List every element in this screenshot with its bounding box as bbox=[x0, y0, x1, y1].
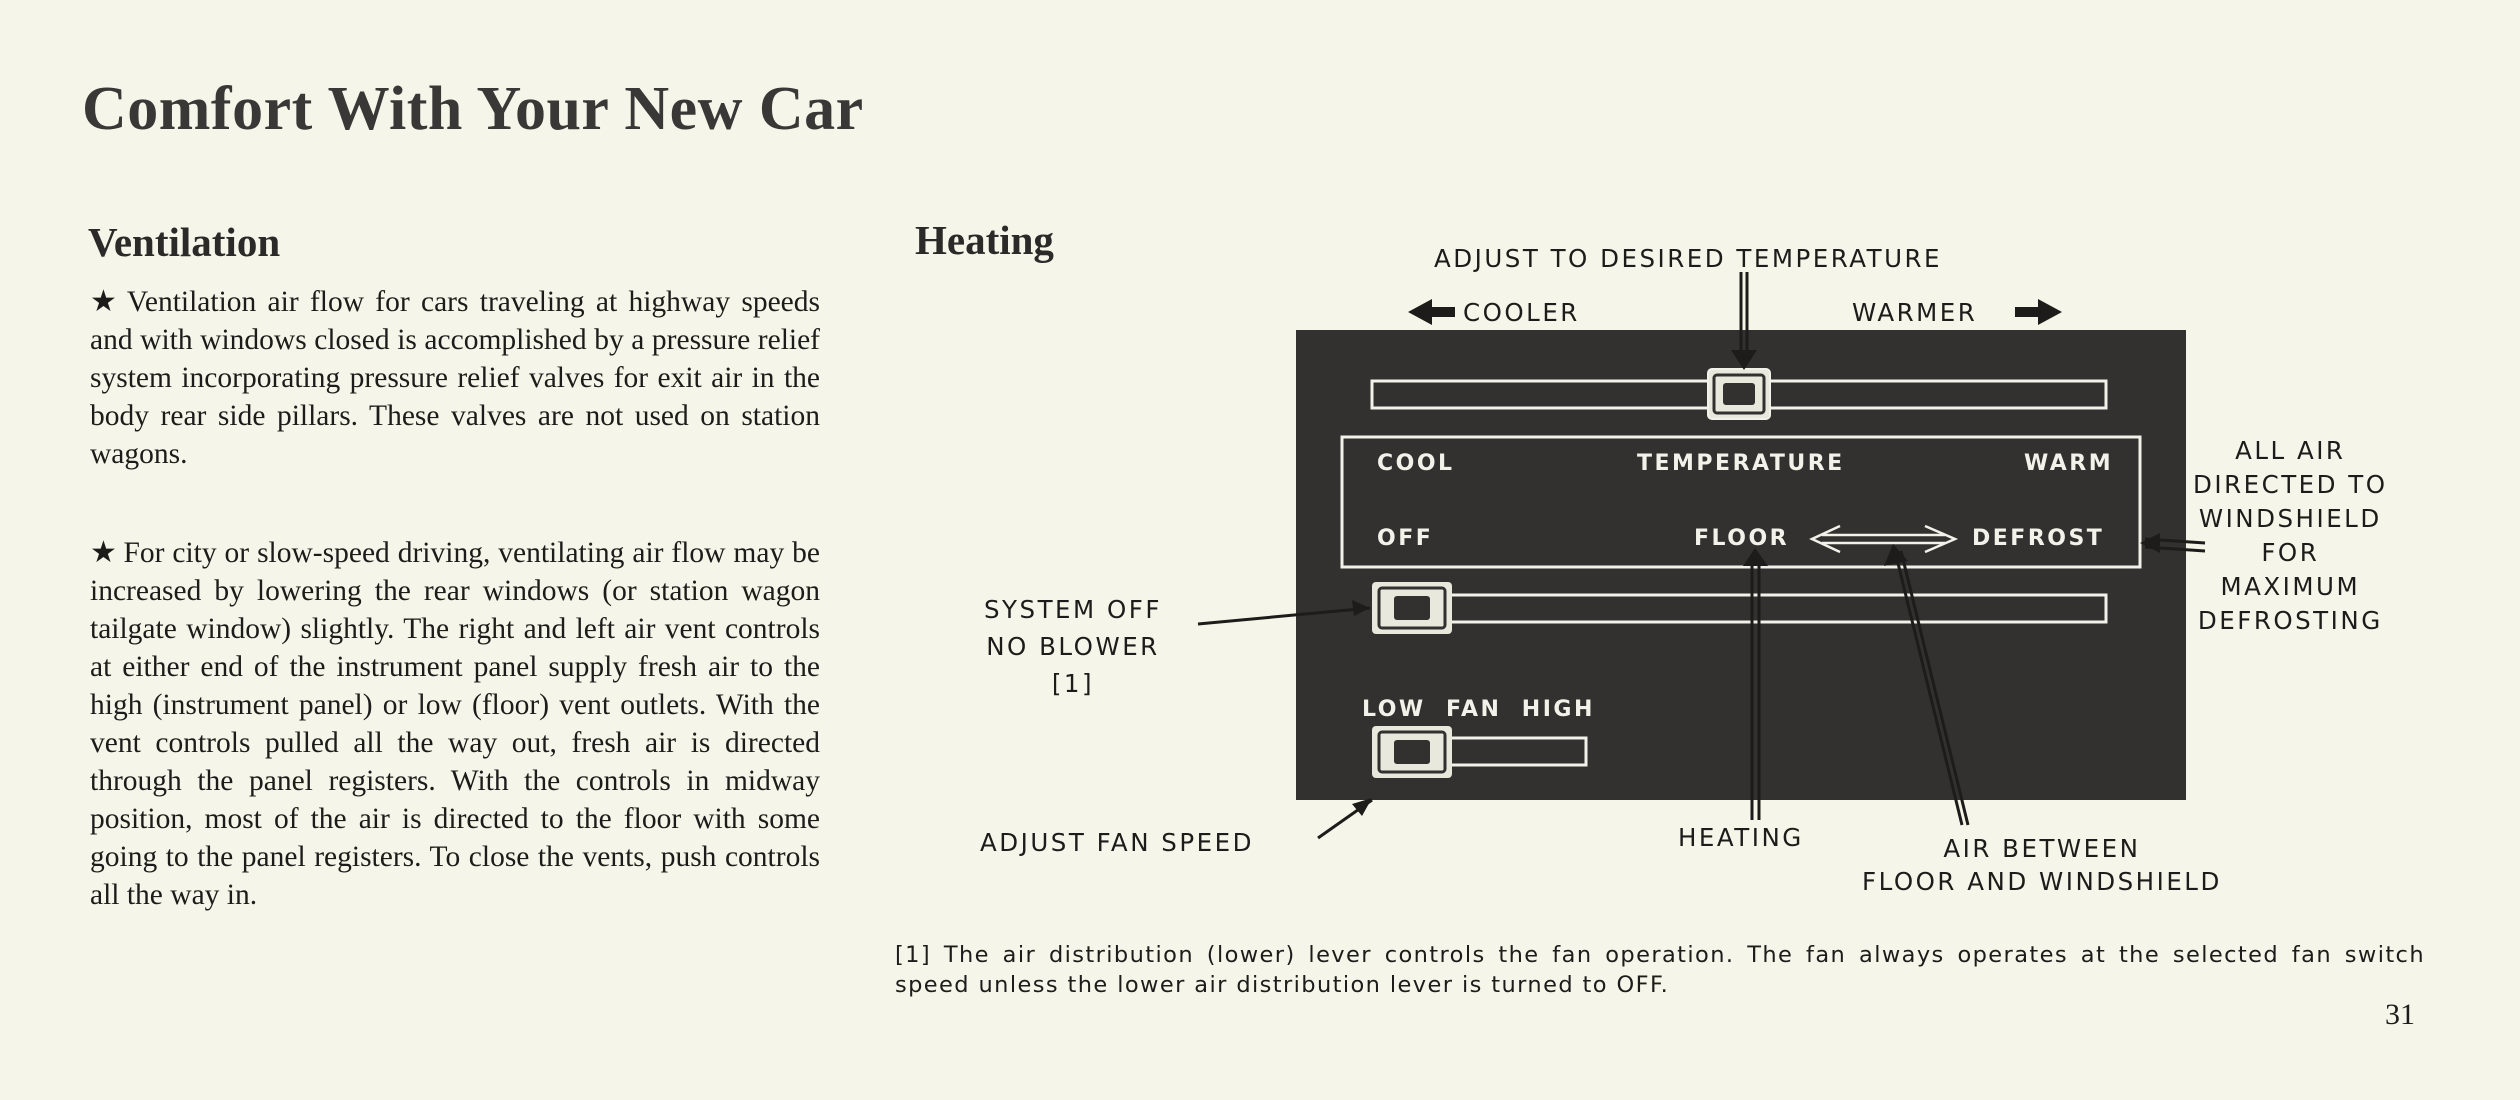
adjust-temperature-label: ADJUST TO DESIRED TEMPERATURE bbox=[1434, 244, 1943, 273]
all-air-directed-label: ALL AIR DIRECTED TO WINDSHIELD FOR MAXIM… bbox=[2193, 434, 2388, 638]
system-off-leader bbox=[1197, 606, 1371, 626]
system-off-arrowhead bbox=[1352, 600, 1370, 616]
fan-speed-arrowhead bbox=[1352, 798, 1372, 816]
page-title: Comfort With Your New Car bbox=[82, 75, 864, 143]
distribution-knob bbox=[1372, 582, 1452, 634]
ventilation-paragraph-2-text: For city or slow-speed driving, ventilat… bbox=[90, 537, 820, 911]
adjust-fan-speed-label: ADJUST FAN SPEED bbox=[980, 828, 1254, 857]
fan-knob bbox=[1372, 726, 1452, 778]
heating-footnote: [1] The air distribution (lower) lever c… bbox=[895, 942, 2425, 998]
heating-label: HEATING bbox=[1678, 823, 1804, 852]
ventilation-heading: Ventilation bbox=[88, 219, 281, 265]
page-number: 31 bbox=[2385, 998, 2415, 1031]
ventilation-paragraph-1-text: Ventilation air flow for cars traveling … bbox=[90, 286, 820, 470]
system-off-footnote-ref: [1] bbox=[1051, 669, 1095, 698]
air-between-leader bbox=[1893, 550, 1964, 826]
all-air-line-5: MAXIMUM bbox=[2220, 572, 2361, 601]
panel-defrost-label: DEFROST bbox=[1972, 526, 2105, 551]
air-between-arrowhead bbox=[1884, 544, 1908, 566]
panel-temperature-label: TEMPERATURE bbox=[1637, 451, 1845, 476]
all-air-line-3: WINDSHIELD bbox=[2198, 504, 2382, 533]
star-icon: ★ bbox=[90, 536, 118, 569]
panel-floor-label: FLOOR bbox=[1694, 526, 1790, 551]
warmer-label: WARMER bbox=[1852, 298, 1978, 327]
cooler-label: COOLER bbox=[1463, 298, 1580, 327]
system-off-line-2: NO BLOWER bbox=[986, 632, 1160, 661]
panel-off-label: OFF bbox=[1377, 526, 1434, 551]
system-off-label: SYSTEM OFF NO BLOWER [1] bbox=[984, 591, 1162, 702]
temperature-knob bbox=[1707, 368, 1771, 420]
cooler-arrow-icon bbox=[1408, 299, 1455, 325]
heating-heading: Heating bbox=[915, 217, 1054, 263]
heating-arrowhead bbox=[1743, 548, 1768, 566]
air-between-label: AIR BETWEEN FLOOR AND WINDSHIELD bbox=[1862, 832, 2222, 898]
all-air-line-1: ALL AIR bbox=[2235, 436, 2346, 465]
panel-fan-label: LOW FAN HIGH bbox=[1362, 697, 1595, 722]
all-air-line-2: DIRECTED TO bbox=[2193, 470, 2388, 499]
floor-defrost-arrow bbox=[1809, 524, 1959, 554]
panel-warm-label: WARM bbox=[2024, 451, 2114, 476]
temperature-arrowhead bbox=[1731, 350, 1757, 370]
label-frame bbox=[1340, 435, 2142, 569]
system-off-line-1: SYSTEM OFF bbox=[984, 595, 1162, 624]
star-icon: ★ bbox=[90, 285, 121, 318]
air-between-line-1: AIR BETWEEN bbox=[1943, 834, 2141, 863]
all-air-line-6: DEFROSTING bbox=[2197, 606, 2383, 635]
panel-cool-label: COOL bbox=[1377, 451, 1455, 476]
ventilation-paragraph-1: ★Ventilation air flow for cars traveling… bbox=[90, 283, 820, 473]
defrost-arrowhead bbox=[2140, 533, 2160, 553]
all-air-line-4: FOR bbox=[2261, 538, 2320, 567]
ventilation-paragraph-2: ★For city or slow-speed driving, ventila… bbox=[90, 534, 820, 914]
air-between-line-2: FLOOR AND WINDSHIELD bbox=[1862, 867, 2222, 896]
warmer-arrow-icon bbox=[2015, 299, 2062, 325]
